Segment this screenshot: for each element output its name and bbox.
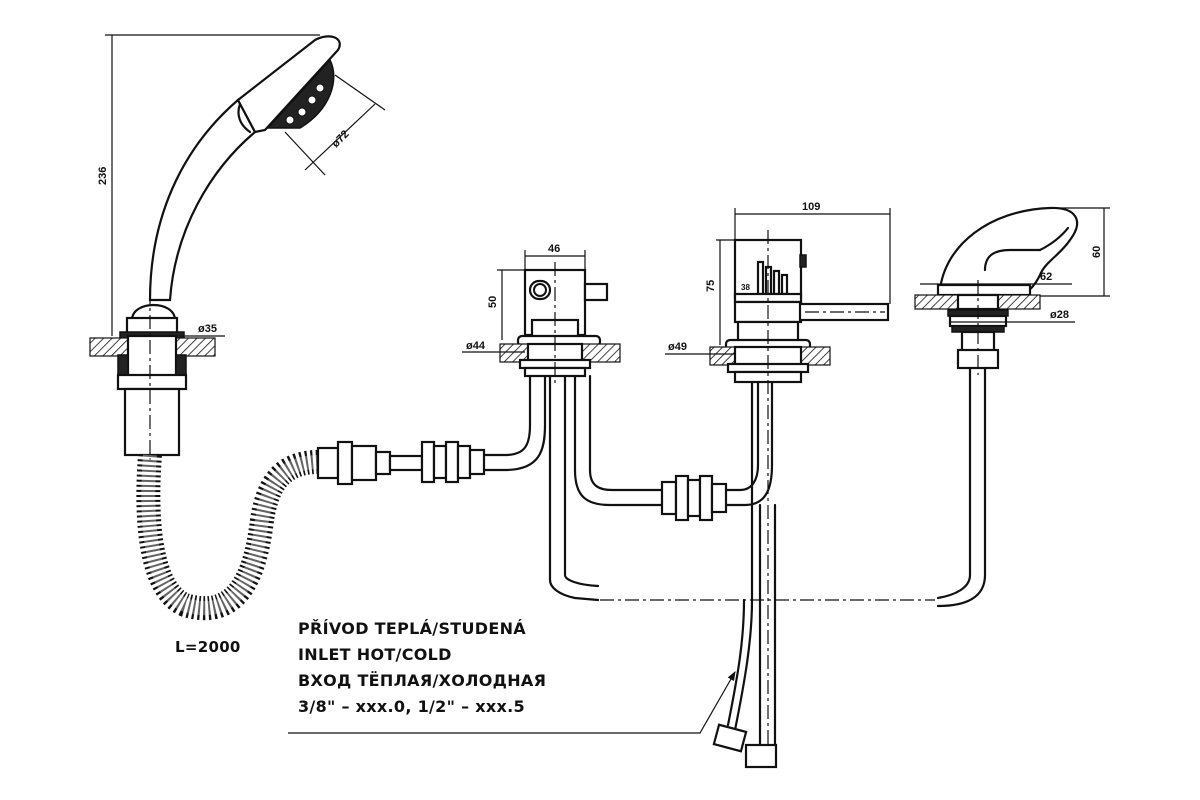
hand-shower (89, 35, 341, 460)
mixer-logo: 38 (741, 283, 750, 292)
mixer-lever: 38 (709, 230, 890, 769)
dim-spout-height: 60 (1091, 246, 1103, 258)
dim-shower-head-diameter: ø72 (330, 128, 352, 150)
dim-shower-base-diameter: ø35 (198, 323, 217, 335)
dim-mixer-length: 109 (802, 201, 820, 213)
shower-dimensions: 236 ø72 ø35 (97, 34, 386, 337)
dim-diverter-width: 46 (548, 243, 560, 255)
note-line-czech: PŘÍVOD TEPLÁ/STUDENÁ (298, 619, 526, 638)
bath-spout (914, 206, 1079, 608)
dim-mixer-height: 75 (705, 280, 717, 292)
spout-dimensions: 60 62 ø28 (920, 207, 1110, 323)
dim-spout-base-diameter: ø28 (1050, 309, 1069, 321)
diverter-valve (499, 262, 667, 602)
pipe-connector (660, 380, 774, 522)
diverter-dimensions: 46 50 ø44 (462, 243, 586, 353)
dim-diverter-base-diameter: ø44 (466, 340, 486, 352)
hose-length-label: L=2000 (175, 638, 241, 656)
dim-shower-height: 236 (97, 167, 109, 185)
shower-hose: L=2000 (136, 373, 547, 656)
dim-diverter-height: 50 (487, 296, 499, 308)
note-line-english: INLET HOT/COLD (298, 645, 452, 664)
dim-spout-width: 62 (1040, 271, 1052, 283)
note-line-sizes: 3/8" – xxx.0, 1/2" – xxx.5 (298, 697, 525, 716)
mixer-dimensions: 109 75 ø49 (665, 201, 891, 355)
inlet-note: PŘÍVOD TEPLÁ/STUDENÁ INLET HOT/COLD ВХОД… (288, 619, 736, 734)
dim-mixer-base-diameter: ø49 (668, 341, 687, 353)
note-line-russian: ВХОД ТЁПЛАЯ/ХОЛОДНАЯ (298, 671, 546, 690)
